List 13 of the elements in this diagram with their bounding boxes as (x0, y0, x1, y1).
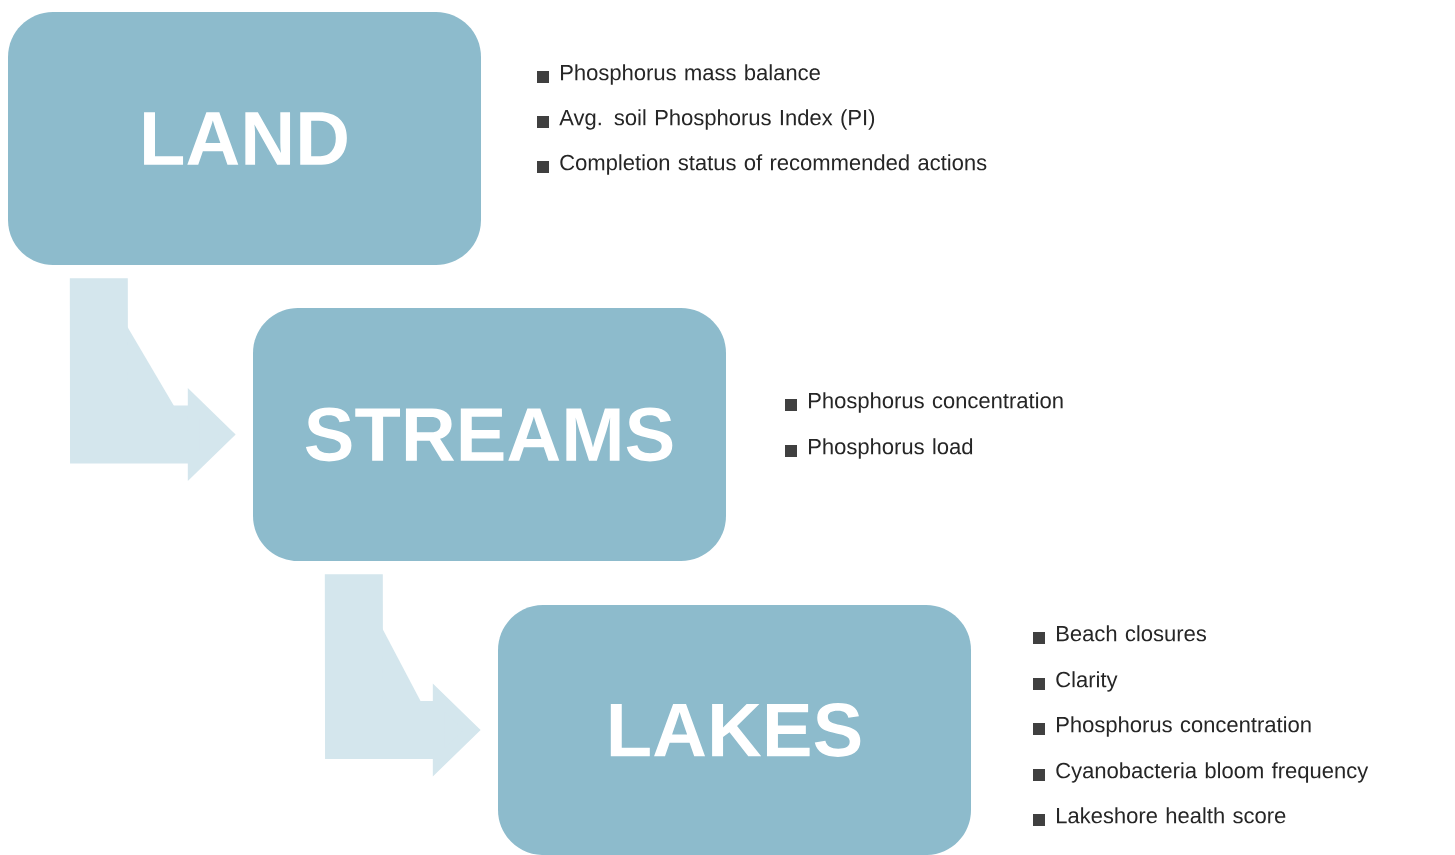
bullet-item: Phosphorus concentration (1033, 716, 1311, 737)
bullet-item: Lakeshore health score (1033, 807, 1286, 826)
bullet-item: Phosphorus load (785, 438, 973, 459)
bullet-item: Beach closures (1033, 625, 1206, 644)
bullet-item: Phosphorus concentration (785, 392, 1063, 413)
stage-box: LAKES (498, 605, 971, 855)
bullet-item: Completion status of recommended actions (537, 154, 987, 175)
bullet-item: Phosphorus mass balance (537, 64, 820, 85)
bullet-item: Avg. soil Phosphorus Index (PI) (537, 109, 875, 130)
stage-box: LAND (8, 12, 481, 265)
bullet-item: Clarity (1033, 671, 1118, 692)
stage-box: STREAMS (253, 308, 726, 561)
bullet-item: Cyanobacteria bloom frequency (1033, 762, 1369, 783)
